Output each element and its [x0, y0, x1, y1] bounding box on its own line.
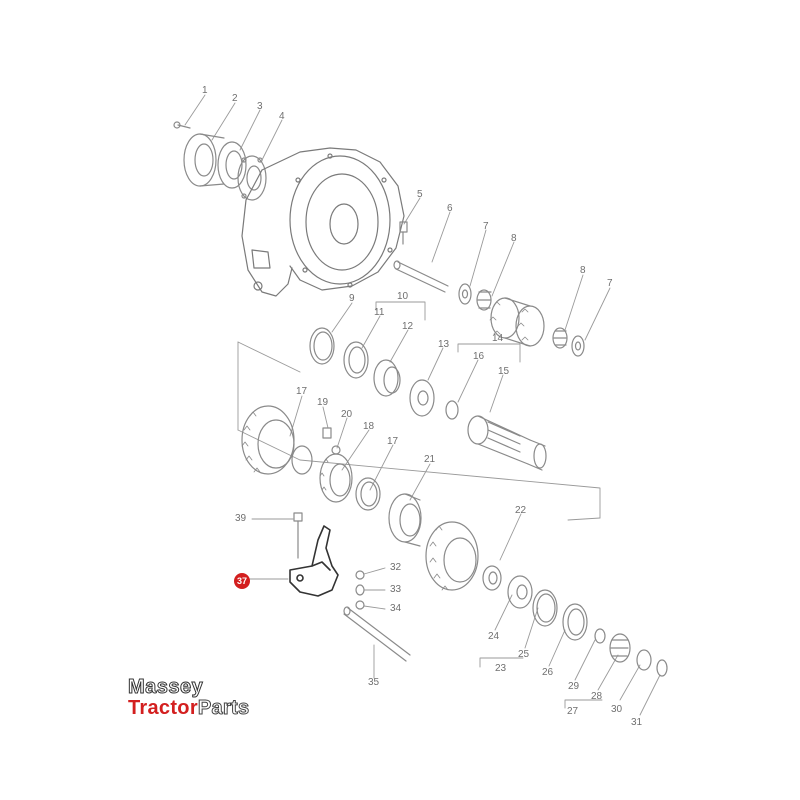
part-label-26[interactable]: 26	[542, 667, 554, 678]
gear-part-18	[319, 453, 353, 503]
washer-part-7	[458, 283, 472, 305]
brand-line-massey: Massey	[127, 676, 204, 698]
part-label-20[interactable]: 20	[341, 409, 353, 420]
part-label-2[interactable]: 2	[232, 93, 238, 104]
ring-part-11	[343, 341, 369, 379]
part-label-22[interactable]: 22	[515, 505, 527, 516]
bolt-part-39	[293, 512, 303, 559]
part-label-33[interactable]: 33	[390, 584, 402, 595]
bracket-lines	[237, 301, 603, 709]
washer-part-30	[636, 649, 652, 671]
gear-part-24	[507, 575, 533, 609]
ball-part-20	[331, 445, 341, 455]
part-label-15[interactable]: 15	[498, 366, 510, 377]
gear-part-22	[425, 521, 479, 591]
bearing-part-28	[609, 633, 631, 663]
part-label-21[interactable]: 21	[424, 454, 436, 465]
part-label-32[interactable]: 32	[390, 562, 402, 573]
part-label-23[interactable]: 23	[495, 663, 507, 674]
part-label-8[interactable]: 8	[511, 233, 517, 244]
spacer-part-29	[594, 628, 606, 644]
sleeve-part-21	[388, 493, 422, 547]
part-label-11[interactable]: 11	[374, 307, 385, 318]
part-label-27[interactable]: 27	[567, 706, 579, 717]
part-label-17[interactable]: 17	[296, 386, 308, 397]
part-label-5[interactable]: 5	[417, 189, 423, 200]
part-label-31[interactable]: 31	[631, 717, 643, 728]
brand-word-tractor: Tractor	[128, 697, 198, 719]
washer-part-22b	[482, 565, 502, 591]
needle-bearing-part-8	[476, 289, 492, 311]
part-label-25[interactable]: 25	[518, 649, 530, 660]
part-label-16[interactable]: 16	[473, 351, 485, 362]
bearing-part-12	[373, 359, 401, 397]
ball-part-34	[355, 600, 365, 610]
part-label-12[interactable]: 12	[402, 321, 414, 332]
ring-part-26	[562, 603, 588, 641]
ring-part-17b	[355, 477, 381, 511]
ring-part-17-small	[291, 445, 313, 475]
ring-part-16	[445, 400, 459, 420]
part-label-18[interactable]: 18	[363, 421, 375, 432]
part-label-1[interactable]: 1	[202, 85, 208, 96]
gear-part-17	[241, 405, 295, 475]
part-label-34[interactable]: 34	[390, 603, 402, 614]
part-label-3[interactable]: 3	[257, 101, 263, 112]
brand-line-tractorparts: TractorParts	[128, 697, 250, 720]
part-label-17b[interactable]: 17	[387, 436, 399, 447]
part-label-35[interactable]: 35	[368, 677, 380, 688]
bolt-part-5	[399, 221, 408, 245]
seal-part-3	[217, 141, 247, 189]
shaft-part-6	[393, 260, 449, 293]
brand-logo: Massey TractorParts	[127, 676, 250, 720]
part-label-14[interactable]: 14	[492, 333, 504, 344]
washer-part-13	[409, 379, 435, 417]
pin-part-32	[355, 570, 365, 580]
part-label-4[interactable]: 4	[279, 111, 285, 122]
part-label-7b[interactable]: 7	[607, 278, 613, 289]
part-label-7[interactable]: 7	[483, 221, 489, 232]
bearing-part-4	[237, 155, 267, 201]
part-label-29[interactable]: 29	[568, 681, 580, 692]
screw-part-19	[322, 427, 332, 439]
shift-fork-part-37	[289, 525, 339, 597]
part-label-39[interactable]: 39	[235, 513, 247, 524]
part-label-13[interactable]: 13	[438, 339, 450, 350]
part-label-8b[interactable]: 8	[580, 265, 586, 276]
part-label-19[interactable]: 19	[317, 397, 329, 408]
part-label-28[interactable]: 28	[591, 691, 603, 702]
part-label-30[interactable]: 30	[611, 704, 623, 715]
leader-lines	[184, 94, 661, 716]
part-label-24[interactable]: 24	[488, 631, 500, 642]
gearbox-housing	[241, 147, 405, 297]
needle-bearing-part-8b	[552, 327, 568, 349]
ring-part-9	[309, 327, 335, 365]
part-label-9[interactable]: 9	[349, 293, 355, 304]
bolt-part-1	[173, 121, 191, 129]
cluster-gear	[489, 297, 545, 347]
washer-part-7b	[571, 335, 585, 357]
shift-rail-part-35	[343, 606, 411, 662]
spring-part-33	[355, 584, 365, 596]
highlighted-part-badge-37[interactable]: 37	[234, 573, 250, 589]
ring-part-25	[532, 589, 558, 627]
part-label-6[interactable]: 6	[447, 203, 453, 214]
shaft-part-15	[467, 415, 547, 471]
brand-word-parts: Parts	[197, 697, 250, 720]
flange-part-2	[183, 133, 225, 187]
part-label-10[interactable]: 10	[397, 291, 409, 302]
circlip-part-31	[656, 659, 668, 677]
